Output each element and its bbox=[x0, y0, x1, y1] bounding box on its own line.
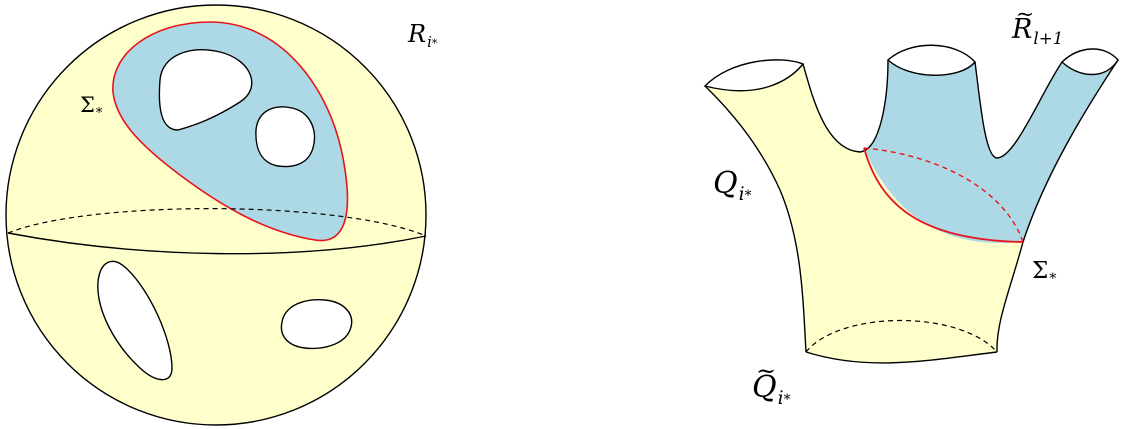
r-sub-i: i bbox=[427, 33, 432, 52]
r-tilde-sub: l+1 bbox=[1033, 27, 1064, 48]
sigma-left-sub: * bbox=[95, 105, 103, 121]
q-label: Qi* bbox=[713, 166, 752, 205]
sphere-hole-3 bbox=[97, 260, 173, 381]
r-sub-star: * bbox=[431, 37, 438, 51]
q-tilde-sub-i: i bbox=[777, 387, 784, 409]
sigma-label-left: Σ* bbox=[80, 93, 102, 121]
q-tilde-mark: ~ bbox=[756, 356, 777, 385]
pants-left-outline bbox=[704, 85, 807, 353]
waist-back bbox=[805, 319, 998, 353]
sphere-hole-2 bbox=[255, 106, 316, 168]
q-sub: i* bbox=[739, 184, 752, 205]
sphere-figure bbox=[5, 4, 427, 426]
q-tilde-sub: i* bbox=[778, 388, 791, 409]
sigma-right-main: Σ bbox=[1032, 258, 1049, 284]
sigma-curve-front bbox=[863, 147, 1024, 243]
r-tilde-label: ~Rl+1 bbox=[1012, 2, 1064, 48]
cuff-1 bbox=[703, 59, 805, 92]
waist-front bbox=[805, 351, 998, 364]
q-main: Q bbox=[713, 166, 738, 201]
sigma-label-right: Σ* bbox=[1032, 258, 1056, 287]
equator-back bbox=[7, 208, 427, 237]
cuff-2 bbox=[886, 44, 976, 76]
rtilde-region bbox=[864, 60, 1118, 244]
sigma-curve-back bbox=[863, 147, 1024, 243]
r-main: R bbox=[408, 20, 427, 48]
q-tilde-main: Q bbox=[752, 370, 777, 405]
pants-figure bbox=[703, 44, 1119, 364]
sphere-hole-4 bbox=[280, 298, 353, 350]
q-tilde-sub-star: * bbox=[783, 391, 791, 408]
r-tilde-mark: ~ bbox=[1016, 2, 1035, 28]
sigma-left-main: Σ bbox=[80, 93, 95, 117]
pants-crotch-2 bbox=[974, 61, 1063, 159]
q-tilde-label: ~Qi* bbox=[752, 357, 791, 409]
r-sub: i* bbox=[427, 33, 437, 51]
sigma-right-sub: * bbox=[1049, 270, 1057, 287]
pants-right-outline bbox=[996, 59, 1119, 353]
r-label: Ri* bbox=[408, 20, 437, 51]
sphere-hole-1 bbox=[158, 49, 253, 131]
equator-front bbox=[7, 232, 427, 255]
cuff-3 bbox=[1060, 48, 1119, 76]
q-sub-star: * bbox=[744, 187, 752, 204]
r-tilde-main: R bbox=[1012, 14, 1033, 45]
q-sub-i: i bbox=[738, 183, 745, 205]
pants-crotch-1 bbox=[802, 59, 889, 153]
